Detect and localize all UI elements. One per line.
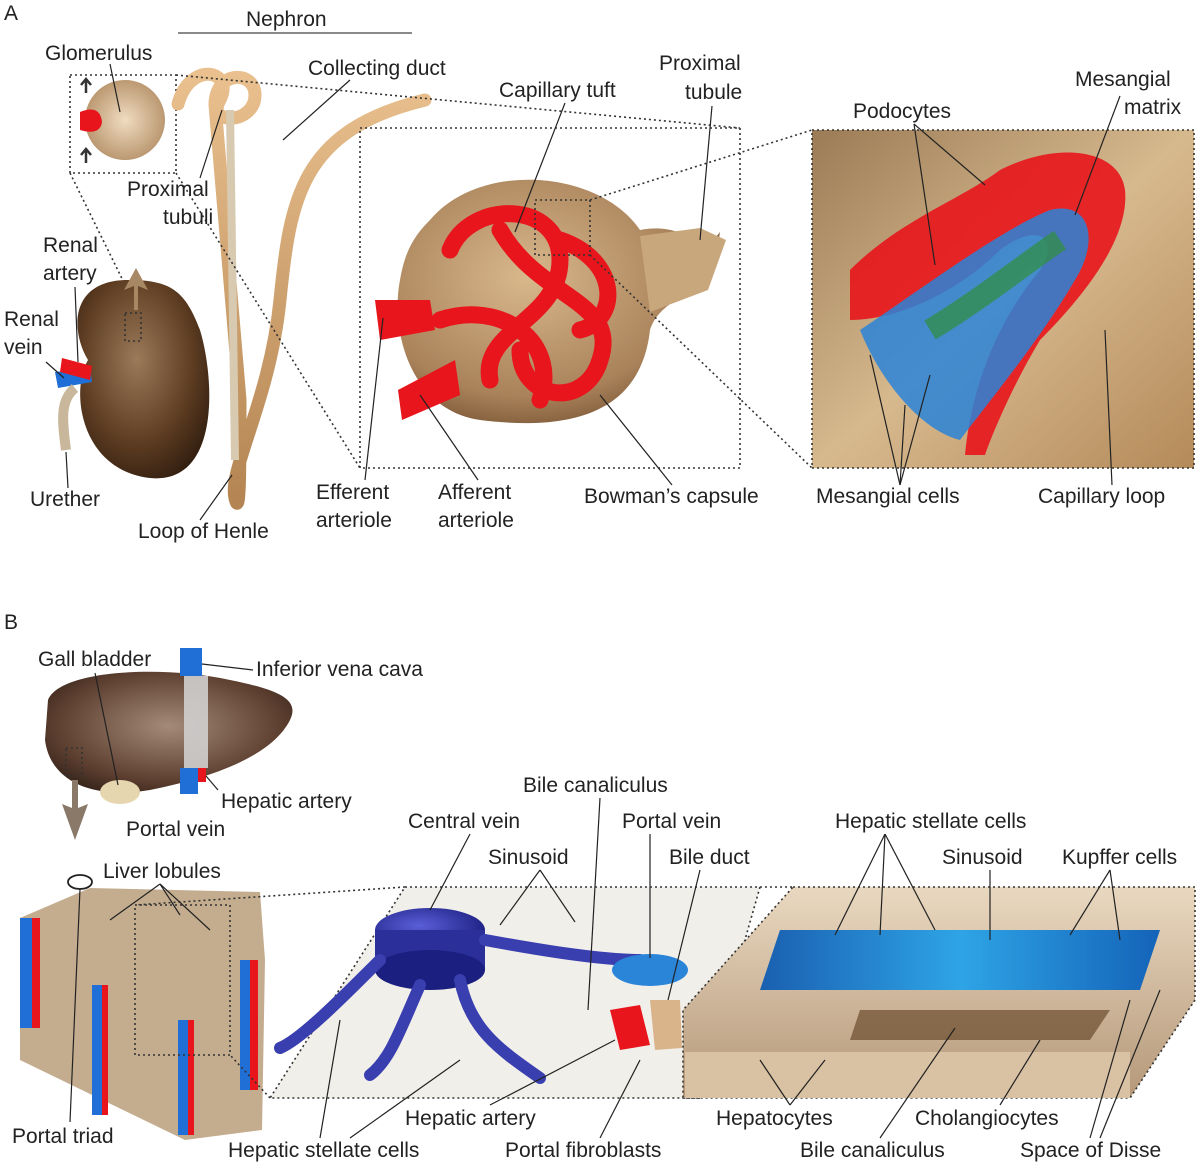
vena-cava-top <box>180 648 202 676</box>
hepatic-artery-mid-label: Hepatic artery <box>405 1107 536 1130</box>
panel-b-letter: B <box>4 611 18 634</box>
bile-canaliculus-bottom-label: Bile canaliculus <box>800 1139 945 1162</box>
efferent-arteriole-vessel <box>375 300 435 340</box>
efferent-label-2: arteriole <box>316 509 392 532</box>
sinusoid-mid-label: Sinusoid <box>488 846 569 869</box>
renal-artery-label-1: Renal <box>43 234 98 257</box>
central-vein-label: Central vein <box>408 810 520 833</box>
mesangial-matrix-label-1: Mesangial <box>1075 68 1171 91</box>
down-arrow-icon <box>62 780 88 840</box>
liver <box>45 671 293 793</box>
capillary-tuft-box <box>359 127 741 469</box>
portal-vein-top-label: Portal vein <box>126 818 225 841</box>
up-arrow-icon <box>80 77 92 93</box>
bowmans-capsule <box>397 179 720 424</box>
capillary-loop-label: Capillary loop <box>1038 485 1165 508</box>
portal-triad-label: Portal triad <box>12 1125 114 1148</box>
collecting-duct-label: Collecting duct <box>308 57 446 80</box>
kidney-inset-box <box>124 312 142 342</box>
mesangial-cells-label: Mesangial cells <box>816 485 960 508</box>
glomerulus-vessel <box>80 109 102 132</box>
podocytes-label: Podocytes <box>853 100 951 123</box>
proximal-tubule-label-1: Proximal <box>659 52 741 75</box>
nephron-header: Nephron <box>246 8 327 31</box>
sinusoid-branches <box>274 934 646 1084</box>
portal-vein-vessel <box>180 768 198 794</box>
liver-inset-box <box>65 747 83 777</box>
liver-lobules <box>20 888 265 1140</box>
panel-a-letter: A <box>4 2 18 25</box>
bile-canaliculus-right <box>850 1010 1110 1040</box>
hepatic-stellate-cells-top-label: Hepatic stellate cells <box>835 810 1026 833</box>
liver-lobules-label: Liver lobules <box>103 860 221 883</box>
up-arrow-icon <box>80 147 92 163</box>
proximal-tubule-stub <box>640 228 726 312</box>
gall-bladder <box>100 780 140 804</box>
renal-vein-label-1: Renal <box>4 308 59 331</box>
afferent-label-2: arteriole <box>438 509 514 532</box>
proximal-tubule-label-2: tubule <box>685 81 742 104</box>
bile-duct-label: Bile duct <box>669 846 750 869</box>
hepatic-artery-mid-vessel <box>610 1005 650 1050</box>
nephron-tubule <box>171 67 432 510</box>
hepatic-artery-vessel <box>198 768 206 782</box>
capillary-loops <box>431 205 617 409</box>
zoom-line <box>589 129 813 201</box>
zoom-line <box>589 254 813 469</box>
afferent-arteriole-vessel <box>398 360 460 420</box>
renal-vein-label-2: vein <box>4 336 43 359</box>
central-vein-base <box>375 950 485 990</box>
afferent-label-1: Afferent <box>438 481 511 504</box>
portal-vein-mid <box>612 954 688 986</box>
hepatic-stellate-cells-bottom-label: Hepatic stellate cells <box>228 1139 419 1162</box>
loop-of-henle-label: Loop of Henle <box>138 520 269 543</box>
hepatic-artery-top-label: Hepatic artery <box>221 790 352 813</box>
kidney <box>77 280 210 479</box>
urether-label: Urether <box>30 488 100 511</box>
up-arrow-icon <box>124 268 148 310</box>
space-of-disse-label: Space of Disse <box>1020 1139 1161 1162</box>
gall-bladder-label: Gall bladder <box>38 648 151 671</box>
lobule-inset-box <box>134 904 231 1056</box>
portal-fibroblasts-label: Portal fibroblasts <box>505 1139 661 1162</box>
bile-duct-vessel <box>650 1000 682 1050</box>
sinusoid-right-label: Sinusoid <box>942 846 1023 869</box>
proximal-tubuli-label-2: tubuli <box>163 206 213 229</box>
inferior-vena-cava-label: Inferior vena cava <box>256 658 423 681</box>
portal-vein-mid-label: Portal vein <box>622 810 721 833</box>
portal-triad-columns <box>20 918 258 1135</box>
renal-artery-vessel <box>60 358 92 380</box>
vena-cava-band <box>184 676 208 768</box>
efferent-label-1: Efferent <box>316 481 389 504</box>
glomerulus-inset-box <box>69 74 177 174</box>
renal-artery-label-2: artery <box>43 262 97 285</box>
bowmans-capsule-label: Bowman’s capsule <box>584 485 759 508</box>
descending-limb <box>226 109 239 461</box>
cholangiocytes-label: Cholangiocytes <box>915 1107 1059 1130</box>
bile-canaliculus-top-label: Bile canaliculus <box>523 774 668 797</box>
glomerulus-sphere <box>85 80 165 160</box>
proximal-tubuli-label-1: Proximal <box>127 178 209 201</box>
hepatocyte-row <box>685 1052 1130 1098</box>
capillary-tuft-label: Capillary tuft <box>499 79 616 102</box>
hepatocytes-label: Hepatocytes <box>716 1107 833 1130</box>
kupffer-cells-label: Kupffer cells <box>1062 846 1177 869</box>
portal-triad-marker <box>67 874 93 890</box>
mesangial-matrix-label-2: matrix <box>1124 96 1182 119</box>
glomerulus-label: Glomerulus <box>45 42 152 65</box>
sinusoid-right <box>760 930 1160 990</box>
urether-vessel <box>58 384 79 451</box>
mesangial-matrix-region <box>924 230 1067 340</box>
